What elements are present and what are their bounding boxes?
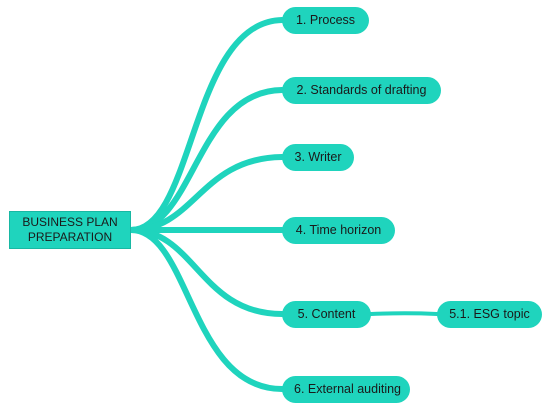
branch-node-external-auditing[interactable]: 6. External auditing [282,376,410,403]
child-node-esg-topic[interactable]: 5.1. ESG topic [437,301,542,328]
link-root-to-process [128,17,285,233]
link-root-to-external-auditing [128,227,285,392]
branch-label: 5. Content [297,307,356,321]
branch-node-process[interactable]: 1. Process [282,7,369,34]
link-root-to-writer [128,154,285,233]
branch-node-content[interactable]: 5. Content [282,301,371,328]
root-node[interactable]: BUSINESS PLAN PREPARATION [9,211,131,249]
link-root-to-standards [128,87,285,233]
branch-label: 1. Process [295,13,356,27]
link-root-to-content [128,227,285,317]
root-node-line2: PREPARATION [27,230,113,244]
branch-label: 4. Time horizon [295,223,382,237]
child-label: 5.1. ESG topic [449,307,530,321]
branch-label: 6. External auditing [294,382,402,396]
link-content-to-esg [369,311,439,316]
branch-label: 3. Writer [294,150,342,164]
branch-label: 2. Standards of drafting [296,83,427,97]
branch-node-standards-of-drafting[interactable]: 2. Standards of drafting [282,77,441,104]
branch-node-time-horizon[interactable]: 4. Time horizon [282,217,395,244]
branch-node-writer[interactable]: 3. Writer [282,144,354,171]
root-node-line1: BUSINESS PLAN [22,215,118,229]
